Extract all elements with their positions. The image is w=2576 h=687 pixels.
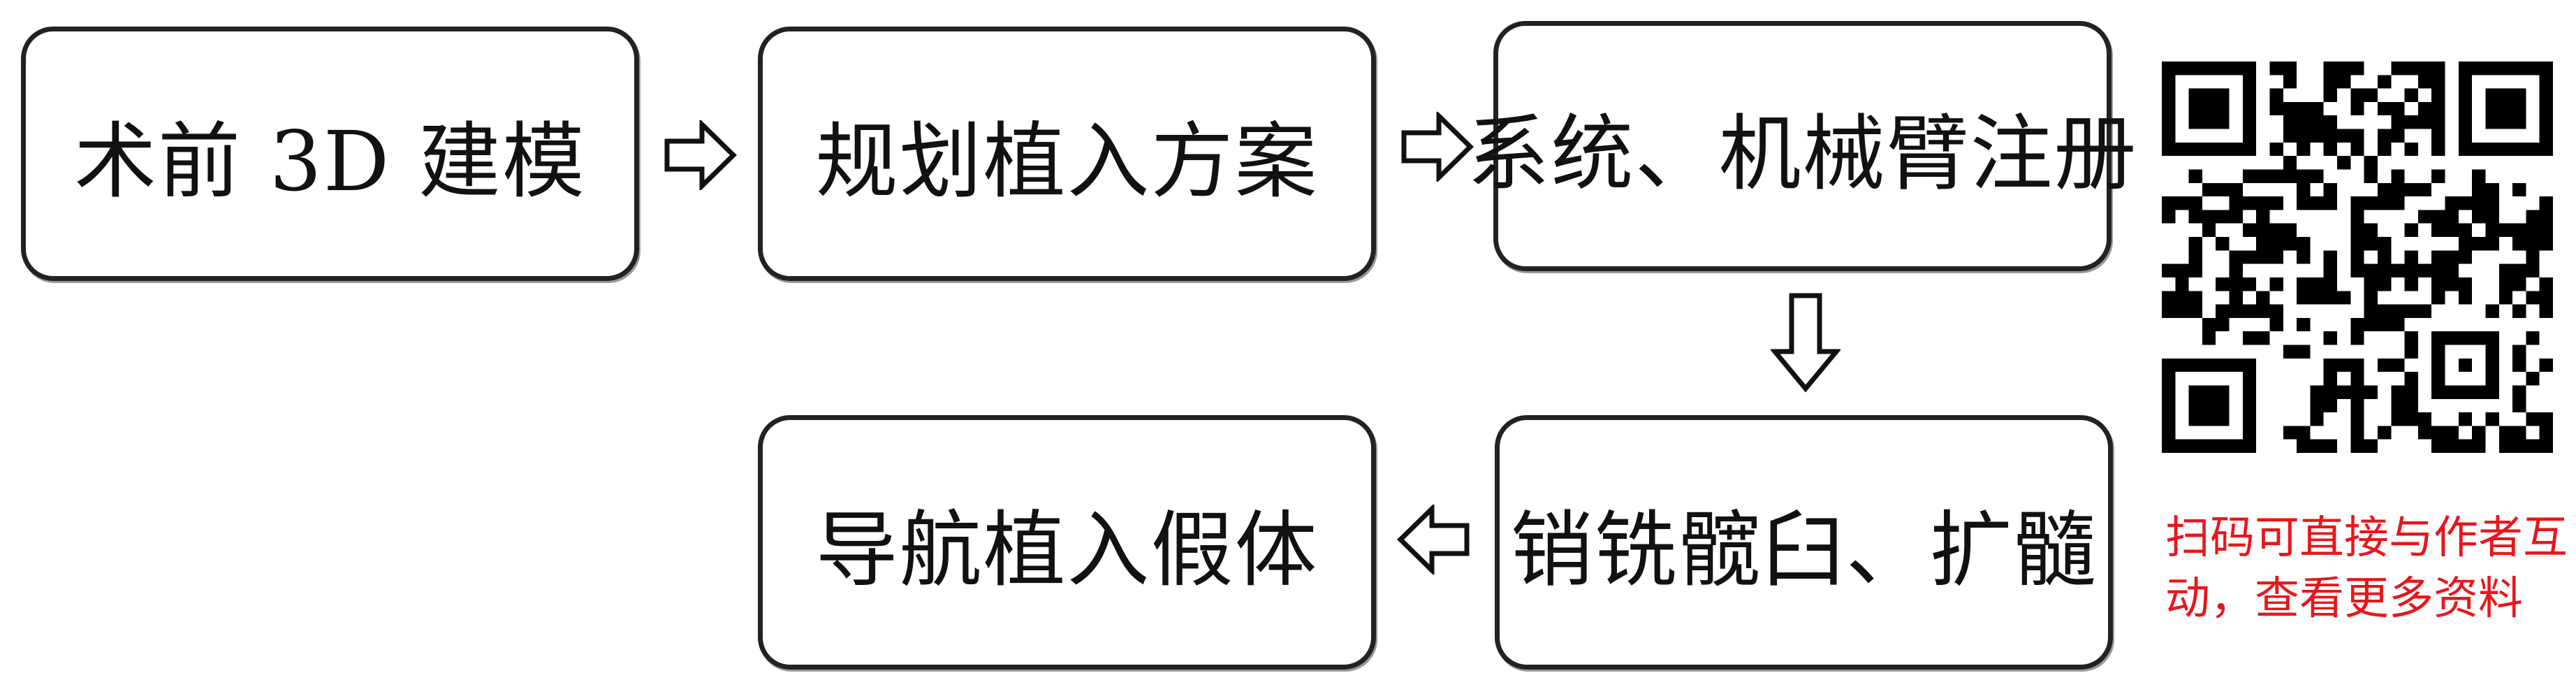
qr-caption-line1: 扫码可直接与作者互 bbox=[2165, 512, 2568, 564]
arrow-left-icon bbox=[1397, 505, 1470, 574]
step-label: 导航植入假体 bbox=[815, 501, 1319, 598]
arrow-down-icon bbox=[1771, 293, 1840, 393]
arrow-right-icon bbox=[664, 120, 737, 190]
step-label: 术前 3D 建模 bbox=[74, 113, 586, 210]
step-label: 规划植入方案 bbox=[815, 113, 1319, 210]
step-plan-implant: 规划植入方案 bbox=[758, 27, 1376, 281]
arrow-right-icon bbox=[1401, 112, 1474, 182]
qr-code-icon[interactable] bbox=[2162, 62, 2553, 453]
qr-caption-line2: 动，查看更多资料 bbox=[2165, 573, 2523, 625]
step-label: 销铣髋臼、扩髓 bbox=[1510, 501, 2098, 598]
step-navigate-implant: 导航植入假体 bbox=[758, 415, 1376, 670]
step-ream-acetabulum: 销铣髋臼、扩髓 bbox=[1495, 415, 2113, 670]
step-label: 系统、机械臂注册 bbox=[1467, 105, 2138, 202]
step-preop-3d-modeling: 术前 3D 建模 bbox=[21, 27, 639, 281]
step-system-registration: 系统、机械臂注册 bbox=[1468, 21, 2137, 271]
